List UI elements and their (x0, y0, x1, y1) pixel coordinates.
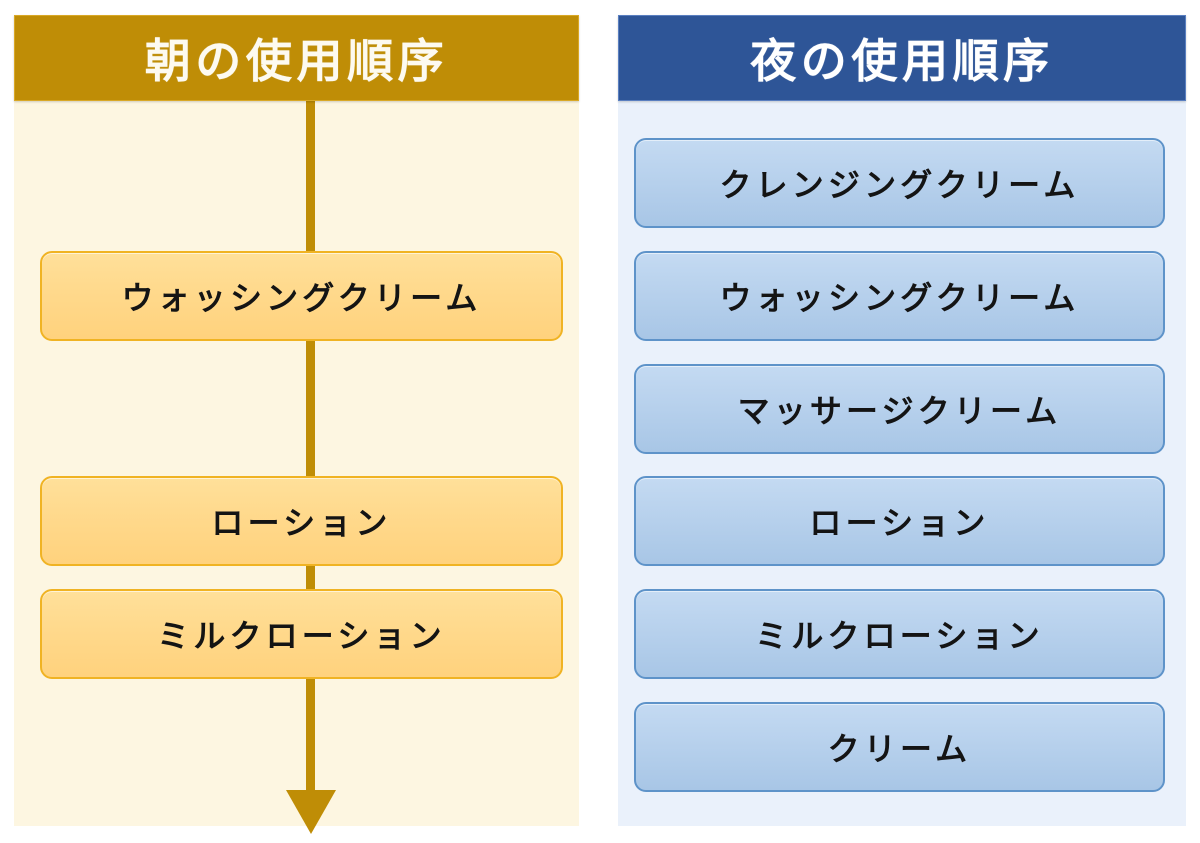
panel-header-morning-label: 朝の使用順序 (144, 34, 449, 88)
step-box-night-3[interactable]: マッサージクリーム (634, 364, 1165, 454)
step-box-night-4[interactable]: ローション (634, 476, 1165, 566)
step-box-night-5[interactable]: ミルクローション (634, 589, 1165, 679)
step-label: ウォッシングクリーム (121, 279, 482, 317)
step-box-night-6[interactable]: クリーム (634, 702, 1165, 792)
panel-night: 夜の使用順序 クレンジングクリーム ウォッシングクリーム マッサージクリーム ロ… (618, 15, 1186, 826)
step-label: クレンジングクリーム (719, 166, 1080, 204)
panel-header-morning: 朝の使用順序 (14, 15, 579, 101)
step-box-morning-2[interactable]: ローション (40, 476, 563, 566)
step-label: ローション (809, 504, 990, 542)
down-arrow-icon-morning (286, 790, 336, 834)
step-label: ウォッシングクリーム (719, 279, 1080, 317)
flow-connector-morning (306, 101, 315, 793)
step-label: ミルクローション (157, 617, 446, 655)
step-box-night-2[interactable]: ウォッシングクリーム (634, 251, 1165, 341)
panel-morning-background (14, 15, 579, 826)
step-label: ローション (211, 504, 392, 542)
step-box-morning-3[interactable]: ミルクローション (40, 589, 563, 679)
step-box-night-1[interactable]: クレンジングクリーム (634, 138, 1165, 228)
panel-header-night: 夜の使用順序 (618, 15, 1186, 101)
panel-header-night-label: 夜の使用順序 (750, 34, 1054, 88)
step-label: クリーム (827, 730, 972, 768)
step-label: マッサージクリーム (737, 392, 1062, 430)
step-box-morning-1[interactable]: ウォッシングクリーム (40, 251, 563, 341)
step-label: ミルクローション (755, 617, 1044, 655)
panel-morning: 朝の使用順序 ウォッシングクリーム ローション ミルクローション (14, 15, 579, 834)
